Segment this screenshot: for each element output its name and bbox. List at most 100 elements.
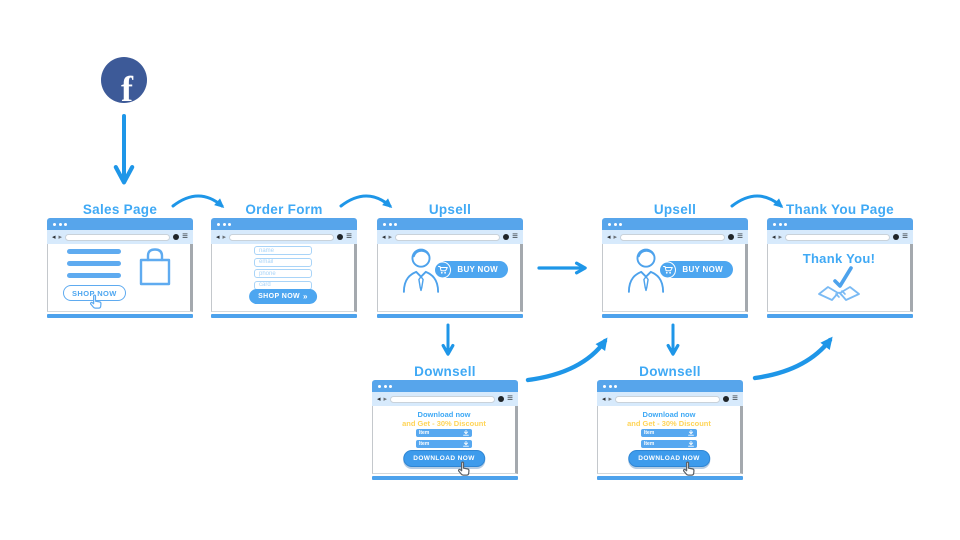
record-icon[interactable] xyxy=(498,396,505,402)
download-now-button[interactable]: DOWNLOAD NOW xyxy=(628,450,710,467)
menu-icon[interactable]: ≡ xyxy=(512,231,518,242)
menu-icon[interactable]: ≡ xyxy=(732,393,738,404)
buy-now-button[interactable]: BUY NOW xyxy=(434,261,508,278)
forward-icon[interactable]: ▸ xyxy=(388,233,393,241)
record-icon[interactable] xyxy=(503,234,510,240)
hand-cursor-icon xyxy=(457,461,470,476)
url-bar[interactable] xyxy=(65,233,171,241)
thank-you-message: Thank You! xyxy=(802,251,876,266)
browser-window-order-form: ◂ ▸ ≡ SHOP NOW» xyxy=(211,218,357,318)
back-icon[interactable]: ◂ xyxy=(772,233,776,241)
record-icon[interactable] xyxy=(337,234,344,240)
window-body: SHOP NOW» xyxy=(211,244,357,312)
url-bar[interactable] xyxy=(390,395,496,403)
back-icon[interactable]: ◂ xyxy=(216,233,220,241)
window-toolbar: ◂ ▸ ≡ xyxy=(372,392,518,406)
customer-icon xyxy=(402,248,440,293)
window-dot xyxy=(608,384,612,388)
window-dot xyxy=(222,222,226,226)
cart-icon xyxy=(437,265,448,274)
window-footer-bar xyxy=(602,314,748,318)
window-body: Download now and Get - 30% Discount Item… xyxy=(372,406,518,476)
forward-icon[interactable]: ▸ xyxy=(608,395,613,403)
window-titlebar xyxy=(377,218,523,230)
download-item-row[interactable]: Item xyxy=(416,429,472,437)
downsell-discount-text: and Get - 30% Discount xyxy=(402,419,486,428)
forward-icon[interactable]: ▸ xyxy=(613,233,618,241)
shopping-bag-icon xyxy=(139,248,171,286)
menu-icon[interactable]: ≡ xyxy=(182,231,188,242)
record-icon[interactable] xyxy=(723,396,730,402)
forward-icon[interactable]: ▸ xyxy=(222,233,227,241)
item-label: Item xyxy=(419,429,430,436)
window-footer-bar xyxy=(767,314,913,318)
arrow-downsell2-to-thankyou xyxy=(752,336,833,381)
email-field[interactable] xyxy=(254,257,312,267)
step-title-downsell-2: Downsell xyxy=(639,364,701,379)
browser-window-upsell-2: ◂ ▸ ≡ BUY NOW xyxy=(602,218,748,318)
url-bar[interactable] xyxy=(615,395,721,403)
phone-field[interactable] xyxy=(254,269,312,278)
hand-cursor-icon xyxy=(89,294,102,309)
shop-now-button[interactable]: SHOP NOW» xyxy=(249,289,317,304)
url-bar[interactable] xyxy=(620,233,726,241)
record-icon[interactable] xyxy=(893,234,900,240)
download-now-button[interactable]: DOWNLOAD NOW xyxy=(403,450,485,467)
url-bar[interactable] xyxy=(229,233,335,241)
download-item-row[interactable]: Item xyxy=(641,429,697,437)
record-icon[interactable] xyxy=(173,234,180,240)
downsell-discount-text: and Get - 30% Discount xyxy=(627,419,711,428)
window-dot xyxy=(228,222,231,226)
download-item-row[interactable]: Item xyxy=(416,440,472,448)
forward-icon[interactable]: ▸ xyxy=(778,233,783,241)
window-body: Thank You! xyxy=(767,244,913,312)
window-dot xyxy=(773,222,776,226)
window-dot xyxy=(383,384,387,388)
shop-now-label: SHOP NOW xyxy=(258,293,301,300)
order-form-fields xyxy=(254,246,312,292)
back-icon[interactable]: ◂ xyxy=(607,233,611,241)
buy-now-button[interactable]: BUY NOW xyxy=(659,261,733,278)
step-title-sales-page: Sales Page xyxy=(82,202,158,217)
window-dot xyxy=(217,222,220,226)
window-toolbar: ◂ ▸ ≡ xyxy=(211,230,357,244)
url-bar[interactable] xyxy=(785,233,891,241)
text-line xyxy=(67,249,121,254)
record-icon[interactable] xyxy=(728,234,735,240)
window-body: BUY NOW xyxy=(377,244,523,312)
back-icon[interactable]: ◂ xyxy=(52,233,56,241)
downsell-headline: Download now xyxy=(417,410,471,419)
step-title-thank-you-page: Thank You Page xyxy=(786,202,894,217)
window-footer-bar xyxy=(377,314,523,318)
menu-icon[interactable]: ≡ xyxy=(737,231,743,242)
menu-icon[interactable]: ≡ xyxy=(902,231,908,242)
window-footer-bar xyxy=(211,314,357,318)
handshake-icon xyxy=(818,266,860,301)
window-titlebar xyxy=(597,380,743,392)
window-dot xyxy=(614,384,617,388)
window-dot xyxy=(784,222,787,226)
window-dot xyxy=(383,222,386,226)
name-field[interactable] xyxy=(254,246,312,255)
menu-icon[interactable]: ≡ xyxy=(507,393,513,404)
window-dot xyxy=(608,222,611,226)
item-label: Item xyxy=(644,440,655,447)
download-item-row[interactable]: Item xyxy=(641,440,697,448)
forward-icon[interactable]: ▸ xyxy=(383,395,388,403)
window-dot xyxy=(394,222,397,226)
step-title-upsell-1: Upsell xyxy=(428,202,472,217)
back-icon[interactable]: ◂ xyxy=(377,395,381,403)
text-line xyxy=(67,273,121,278)
downsell-headline: Download now xyxy=(642,410,696,419)
browser-window-downsell-1: ◂ ▸ ≡ Download now and Get - 30% Discoun… xyxy=(372,380,518,480)
window-dot xyxy=(613,222,617,226)
facebook-letter: f xyxy=(121,69,133,103)
back-icon[interactable]: ◂ xyxy=(382,233,386,241)
url-bar[interactable] xyxy=(395,233,501,241)
back-icon[interactable]: ◂ xyxy=(602,395,606,403)
forward-icon[interactable]: ▸ xyxy=(58,233,63,241)
hand-cursor-icon xyxy=(682,461,695,476)
facebook-icon[interactable]: f xyxy=(101,57,147,103)
step-title-upsell-2: Upsell xyxy=(653,202,697,217)
menu-icon[interactable]: ≡ xyxy=(346,231,352,242)
